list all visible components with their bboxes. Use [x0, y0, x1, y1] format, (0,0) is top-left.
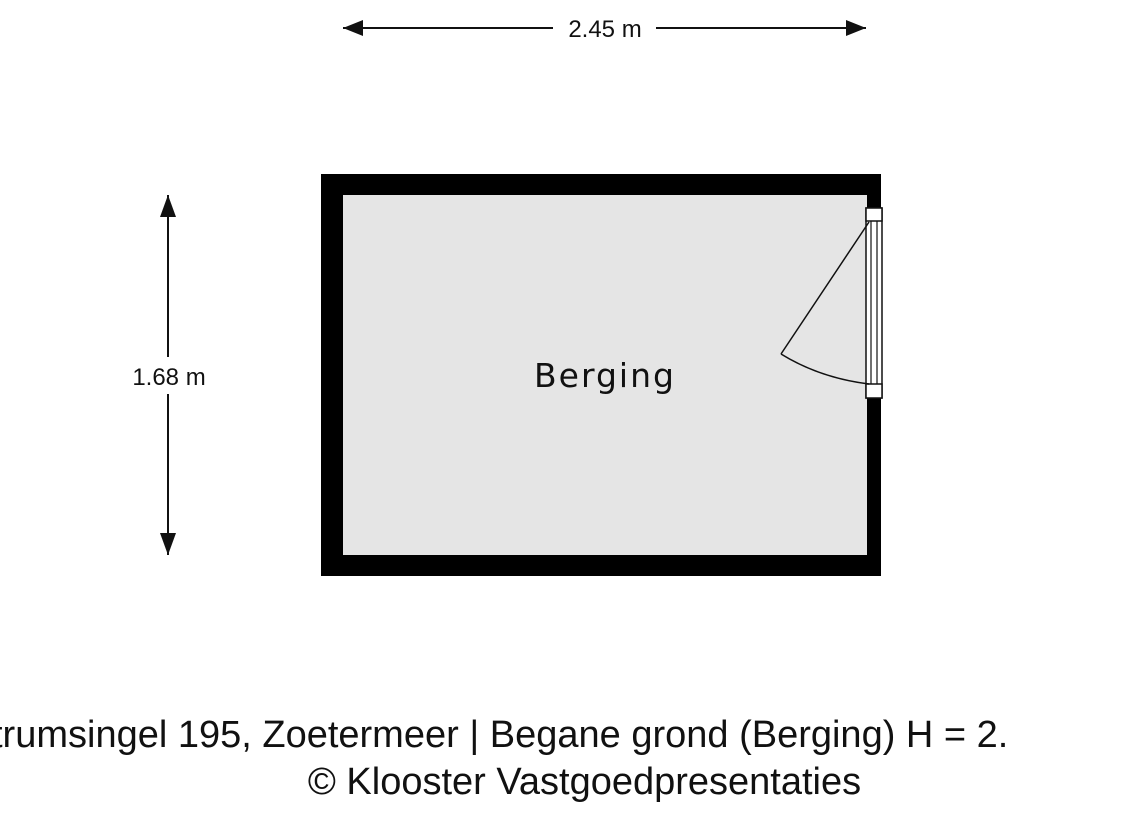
width-dimension-label: 2.45 m — [568, 16, 641, 43]
height-dimension: 1.68 m — [132, 195, 206, 555]
width-arrow-right-icon — [846, 20, 866, 36]
height-arrow-bottom-icon — [160, 533, 176, 555]
door-jamb-top — [865, 207, 883, 222]
room-berging: Berging — [321, 174, 883, 576]
room-label: Berging — [534, 356, 676, 395]
door-jamb-bottom — [865, 383, 883, 399]
caption-copyright: © Klooster Vastgoedpresentaties — [307, 761, 862, 803]
door-swing-leaf — [780, 221, 870, 355]
width-arrow-left-icon — [343, 20, 363, 36]
door-swing-arc — [780, 353, 870, 385]
width-dimension: 2.45 m — [343, 16, 866, 43]
room-floor — [343, 195, 867, 555]
height-dimension-label: 1.68 m — [132, 364, 205, 391]
door-opening — [866, 208, 882, 398]
height-arrow-top-icon — [160, 195, 176, 217]
caption-address: trumsingel 195, Zoetermeer | Begane gron… — [0, 714, 1009, 756]
